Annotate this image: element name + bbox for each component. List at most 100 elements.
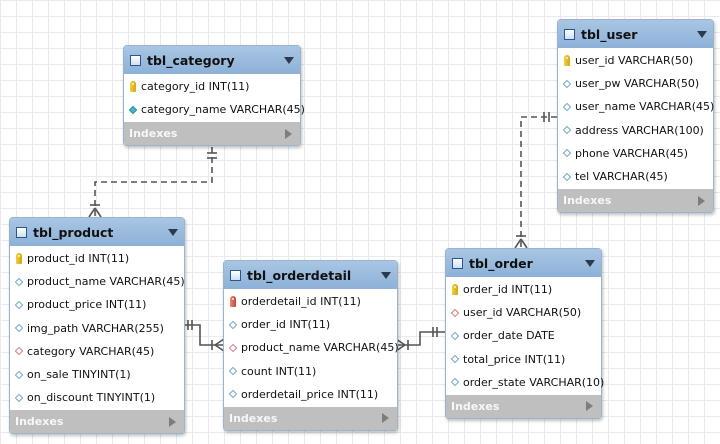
collapse-triangle-icon[interactable]	[168, 228, 178, 236]
table-name: tbl_user	[581, 26, 638, 42]
table-header[interactable]: tbl_product	[10, 218, 184, 246]
column-text: orderdetail_price INT(11)	[241, 387, 379, 401]
indexes-section[interactable]: Indexes	[10, 410, 184, 434]
table-tbl-orderdetail[interactable]: tbl_orderdetail orderdetail_id INT(11) o…	[223, 260, 399, 431]
column-row[interactable]: address VARCHAR(100)	[558, 119, 713, 142]
diamond-icon	[562, 79, 572, 89]
column-text: order_id INT(11)	[463, 283, 553, 297]
collapse-triangle-icon[interactable]	[381, 271, 391, 279]
column-row[interactable]: user_pw VARCHAR(50)	[558, 72, 713, 95]
filled-diamond-icon	[128, 105, 138, 115]
column-row[interactable]: img_path VARCHAR(255)	[10, 317, 184, 340]
indexes-section[interactable]: Indexes	[124, 122, 300, 146]
column-row[interactable]: order_date DATE	[446, 324, 601, 347]
column-row[interactable]: user_name VARCHAR(45)	[558, 95, 714, 118]
indexes-label: Indexes	[451, 399, 500, 413]
column-text: order_date DATE	[463, 329, 555, 343]
column-text: orderdetail_id INT(11)	[241, 295, 361, 309]
table-tbl-category[interactable]: tbl_category category_id INT(11) categor…	[123, 45, 305, 147]
diamond-icon	[228, 366, 238, 376]
primary-key-icon	[128, 81, 138, 93]
primary-key-icon	[450, 284, 460, 296]
indexes-label: Indexes	[15, 415, 64, 429]
column-row[interactable]: product_name VARCHAR(45)	[224, 336, 399, 359]
table-icon	[452, 257, 463, 269]
indexes-label: Indexes	[129, 127, 178, 141]
table-tbl-product[interactable]: tbl_product product_id INT(11) product_n…	[9, 217, 185, 435]
column-row[interactable]: on_sale TINYINT(1)	[10, 363, 184, 386]
column-text: total_price INT(11)	[463, 352, 566, 366]
column-text: category_name VARCHAR(45)	[141, 103, 305, 117]
diamond-icon	[14, 370, 24, 380]
diamond-icon	[562, 148, 572, 158]
column-text: user_pw VARCHAR(50)	[575, 77, 700, 91]
diamond-icon	[14, 300, 24, 310]
column-row[interactable]: phone VARCHAR(45)	[558, 142, 713, 165]
indexes-section[interactable]: Indexes	[224, 406, 397, 430]
column-row[interactable]: order_id INT(11)	[224, 313, 397, 336]
column-text: order_id INT(11)	[241, 318, 331, 332]
column-row[interactable]: category VARCHAR(45)	[10, 340, 184, 363]
table-tbl-order[interactable]: tbl_order order_id INT(11) user_id VARCH…	[445, 248, 604, 419]
column-text: count INT(11)	[241, 364, 317, 378]
expand-triangle-icon[interactable]	[586, 401, 593, 412]
column-row[interactable]: order_state VARCHAR(10)	[446, 371, 604, 394]
column-text: user_id VARCHAR(50)	[463, 306, 582, 320]
diamond-icon	[562, 172, 572, 182]
column-row[interactable]: total_price INT(11)	[446, 348, 601, 371]
column-text: product_price INT(11)	[27, 298, 147, 312]
expand-triangle-icon[interactable]	[285, 128, 292, 139]
column-text: address VARCHAR(100)	[575, 123, 704, 137]
column-text: product_id INT(11)	[27, 252, 130, 266]
indexes-label: Indexes	[563, 194, 612, 208]
collapse-triangle-icon[interactable]	[284, 56, 294, 64]
expand-triangle-icon[interactable]	[382, 413, 389, 424]
relationship-order-orderdetail	[396, 331, 445, 346]
column-row[interactable]: user_id VARCHAR(50)	[446, 301, 601, 324]
column-text: on_sale TINYINT(1)	[27, 368, 131, 382]
diamond-icon	[562, 125, 572, 135]
indexes-section[interactable]: Indexes	[446, 394, 601, 418]
column-row[interactable]: count INT(11)	[224, 360, 397, 383]
table-tbl-user[interactable]: tbl_user user_id VARCHAR(50) user_pw VAR…	[557, 19, 714, 214]
diamond-icon	[562, 102, 572, 112]
diamond-icon	[14, 277, 24, 287]
column-row[interactable]: orderdetail_id INT(11)	[224, 290, 397, 313]
column-text: product_name VARCHAR(45)	[27, 275, 185, 289]
column-row[interactable]: category_name VARCHAR(45)	[124, 98, 305, 121]
expand-triangle-icon[interactable]	[169, 416, 176, 427]
foreign-key-diamond-icon	[450, 308, 460, 318]
table-name: tbl_category	[147, 52, 235, 68]
column-row[interactable]: product_id INT(11)	[10, 247, 184, 270]
diamond-icon	[450, 354, 460, 364]
relationship-product-orderdetail	[183, 324, 224, 346]
foreign-key-diamond-icon	[14, 346, 24, 356]
column-row[interactable]: on_discount TINYINT(1)	[10, 386, 184, 409]
column-row[interactable]: tel VARCHAR(45)	[558, 165, 713, 188]
column-text: img_path VARCHAR(255)	[27, 321, 164, 335]
diamond-icon	[14, 323, 24, 333]
expand-triangle-icon[interactable]	[698, 195, 705, 206]
table-header[interactable]: tbl_order	[446, 249, 601, 277]
indexes-section[interactable]: Indexes	[558, 189, 713, 213]
column-row[interactable]: product_name VARCHAR(45)	[10, 270, 185, 293]
table-header[interactable]: tbl_orderdetail	[224, 261, 397, 289]
primary-key-icon-red	[228, 296, 238, 308]
collapse-triangle-icon[interactable]	[697, 30, 707, 38]
column-text: tel VARCHAR(45)	[575, 170, 668, 184]
column-text: on_discount TINYINT(1)	[27, 391, 156, 405]
table-name: tbl_order	[469, 255, 533, 271]
column-row[interactable]: category_id INT(11)	[124, 75, 300, 98]
diamond-icon	[450, 377, 460, 387]
foreign-key-diamond-icon	[228, 343, 238, 353]
column-row[interactable]: product_price INT(11)	[10, 293, 184, 316]
table-header[interactable]: tbl_category	[124, 46, 300, 74]
column-row[interactable]: user_id VARCHAR(50)	[558, 49, 713, 72]
column-row[interactable]: order_id INT(11)	[446, 278, 601, 301]
relationship-user-order	[520, 116, 557, 248]
collapse-triangle-icon[interactable]	[585, 259, 595, 267]
diamond-icon	[228, 320, 238, 330]
column-row[interactable]: orderdetail_price INT(11)	[224, 383, 397, 406]
table-header[interactable]: tbl_user	[558, 20, 713, 48]
